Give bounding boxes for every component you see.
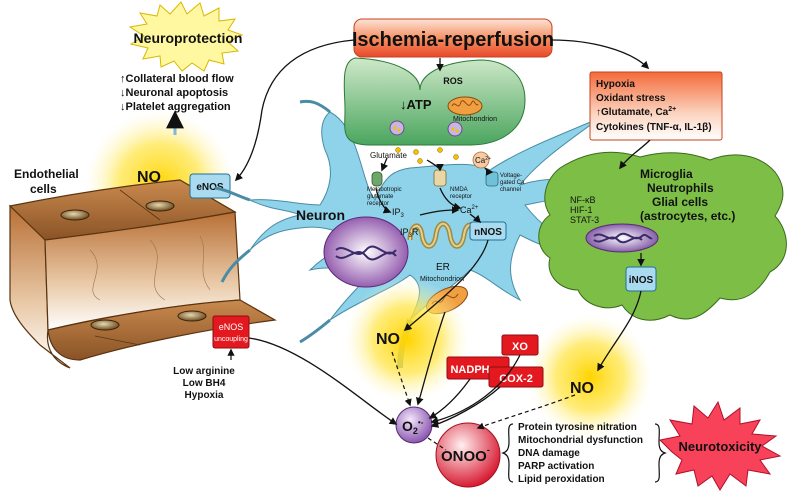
ros-label: ROS [443, 76, 463, 86]
neuron-label: Neuron [296, 207, 345, 223]
xo-label: XO [512, 341, 528, 353]
neuroprotection-burst: Neuroprotection [128, 1, 244, 72]
endothelial-label-2: cells [30, 182, 57, 196]
nnos-box: nNOS [469, 221, 507, 241]
presynaptic-terminal: ROS ↓ATP Mitochondrion [343, 57, 526, 146]
nnos-label: nNOS [474, 227, 502, 238]
effect-parp-activation: PARP activation [518, 461, 594, 472]
no-label-neuron: NO [376, 331, 400, 348]
superoxide-label: O2•- [402, 418, 424, 436]
neuron-mito-label: Mitochondrion [420, 276, 464, 283]
neuron-nucleus [323, 216, 409, 288]
neuroprotection-item-1: ↑Collateral blood flow [120, 73, 234, 85]
cause-low-bh4: Low BH4 [183, 378, 226, 389]
neuron-ca-label: Ca2+ [460, 205, 479, 215]
cox2-box: COX-2 [488, 366, 544, 388]
nmda-label-1: NMDA [450, 187, 468, 193]
enos-uncoupling-label-1: eNOS [219, 322, 244, 332]
cause-hypoxia: Hypoxia [185, 390, 224, 401]
ca-ion-bubble: Ca2+ [472, 151, 491, 169]
glutamate-molecules [395, 147, 459, 164]
tf-hif1: HIF-1 [570, 205, 593, 215]
glia-nucleus [585, 223, 659, 253]
effects-brace-left [501, 423, 514, 483]
peroxynitrite-label: ONOO- [441, 445, 490, 465]
dashed-arrows [391, 351, 576, 451]
inos-box: iNOS [625, 266, 657, 292]
enos-label: eNOS [196, 182, 224, 193]
effects-brace-right [654, 423, 667, 483]
glutamate-label: Glutamate [370, 151, 407, 160]
tf-stat3: STAT-3 [570, 215, 599, 225]
arrows [166, 39, 651, 428]
peroxynitrite-sphere: ONOO- [435, 422, 501, 488]
effect-mitochondrial-dysfunction: Mitochondrial dysfunction [518, 435, 643, 446]
neurotoxicity-burst: Neurotoxicity [658, 400, 782, 491]
vgcc-label-2: gated Ca [500, 180, 525, 186]
inos-label: iNOS [629, 275, 654, 286]
no-label-endothelium: NO [137, 169, 161, 186]
glial-cell [538, 151, 787, 321]
no-glow-glia [528, 315, 652, 439]
endothelial-label: Endothelial [14, 167, 79, 181]
effect-lipid-peroxidation: Lipid peroxidation [518, 474, 605, 485]
enos-uncoupling-causes: Low arginine Low BH4 Hypoxia [173, 366, 235, 401]
endothelial-wall [8, 110, 277, 369]
effect-dna-damage: DNA damage [518, 448, 580, 459]
svg-text:Ca2+: Ca2+ [475, 156, 491, 165]
glia-labels: Microglia Neutrophils Glial cells (astro… [570, 167, 735, 225]
cause-low-arginine: Low arginine [173, 366, 235, 377]
no-label-glia: NO [570, 380, 594, 397]
stress-oxidant: Oxidant stress [596, 93, 666, 104]
vgcc-label-1: Voltage- [500, 173, 522, 179]
glia-astrocytes: (astrocytes, etc.) [640, 209, 735, 223]
metabotropic-label-2: glutamate [367, 194, 394, 200]
effects-list: Protein tyrosine nitration Mitochondrial… [518, 422, 643, 485]
neurotoxicity-label: Neurotoxicity [678, 439, 762, 454]
xo-box: XO [501, 334, 539, 356]
stress-glutamate: ↑Glutamate, Ca2+ [596, 106, 676, 118]
er-label: ER [436, 262, 450, 273]
ischemia-reperfusion-title: Ischemia-reperfusion [352, 29, 554, 51]
stress-hypoxia: Hypoxia [596, 79, 635, 90]
neuroprotection-item-3: ↓Platelet aggregation [120, 101, 231, 113]
presynaptic-mito-label: Mitochondrion [453, 116, 497, 123]
nmda-label-2: receptor [450, 194, 472, 200]
no-glow-neuron [345, 278, 469, 402]
enos-uncoupling-box: eNOS uncoupling [212, 315, 250, 349]
glia-microglia: Microglia [640, 167, 693, 181]
metabotropic-label-3: receptor [367, 201, 389, 207]
endoplasmic-reticulum: ER [407, 221, 479, 273]
atp-label: ↓ATP [400, 97, 432, 112]
superoxide-sphere: O2•- [395, 406, 433, 444]
metabotropic-receptor: Metabotropic glutamate receptor [367, 171, 402, 207]
glia-glial-cells: Glial cells [652, 195, 708, 209]
neuroprotection-title: Neuroprotection [134, 30, 243, 46]
ip3r-label: IP3R [400, 227, 419, 239]
neuroprotection-item-2: ↓Neuronal apoptosis [120, 87, 228, 99]
tf-nfkb: NF-κB [570, 195, 596, 205]
stress-box: Hypoxia Oxidant stress ↑Glutamate, Ca2+ … [589, 71, 723, 141]
cox2-label: COX-2 [499, 373, 533, 385]
ip3-label: IP3 [392, 207, 405, 219]
stress-cytokines: Cytokines (TNF-α, IL-1β) [596, 122, 712, 133]
enos-box: eNOS [189, 173, 231, 199]
ischemia-reperfusion-box: Ischemia-reperfusion [352, 18, 554, 58]
glia-neutrophils: Neutrophils [647, 181, 714, 195]
enos-uncoupling-label-2: uncoupling [214, 336, 248, 343]
metabotropic-label-1: Metabotropic [367, 187, 402, 193]
effect-protein-nitration: Protein tyrosine nitration [518, 422, 637, 433]
vgcc-label-3: channel [500, 187, 521, 193]
neuroprotection-list: ↑Collateral blood flow ↓Neuronal apoptos… [120, 73, 234, 113]
